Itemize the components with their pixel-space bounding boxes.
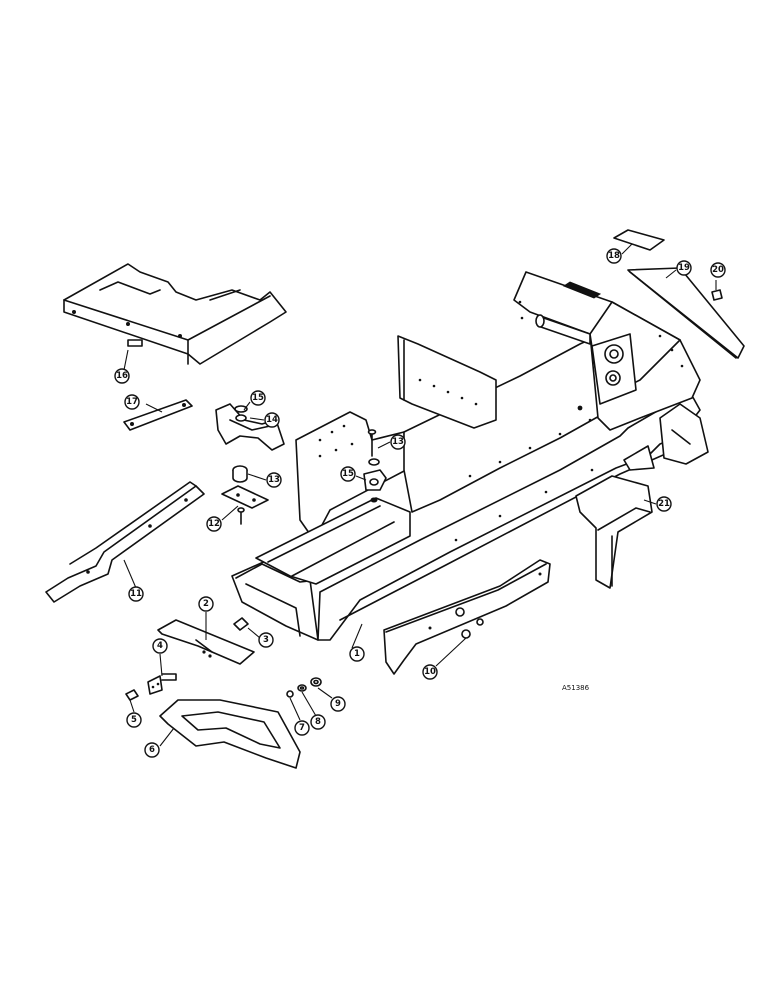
callout-15-center: 15 bbox=[340, 466, 356, 482]
callout-17: 17 bbox=[124, 394, 140, 410]
svg-text:5: 5 bbox=[131, 715, 137, 725]
callout-5: 5 bbox=[126, 712, 142, 728]
svg-text:12: 12 bbox=[208, 519, 220, 529]
part-14-mount-bracket bbox=[215, 403, 285, 451]
callout-21: 21 bbox=[656, 496, 672, 512]
leader-lines bbox=[123, 243, 717, 747]
callout-9: 9 bbox=[330, 696, 346, 712]
part-1-main-frame bbox=[231, 271, 709, 641]
svg-text:3: 3 bbox=[263, 635, 269, 645]
part-18-small-plate bbox=[613, 229, 665, 251]
callout-13-front: 13 bbox=[266, 472, 282, 488]
part-9-washer bbox=[310, 677, 322, 687]
callout-20: 20 bbox=[710, 262, 726, 278]
svg-text:6: 6 bbox=[149, 745, 155, 755]
svg-text:15: 15 bbox=[252, 393, 264, 403]
callout-16: 16 bbox=[114, 368, 130, 384]
svg-text:16: 16 bbox=[116, 371, 128, 381]
part-11-left-rail bbox=[45, 481, 205, 603]
part-20-clip bbox=[711, 289, 723, 301]
svg-text:7: 7 bbox=[299, 723, 305, 733]
part-8-washer bbox=[297, 684, 307, 692]
callout-2: 2 bbox=[198, 596, 214, 612]
part-3-clip bbox=[233, 617, 249, 631]
callout-4: 4 bbox=[152, 638, 168, 654]
callout-1: 1 bbox=[349, 646, 365, 662]
part-7-washer bbox=[286, 690, 294, 698]
reference-code: A51386 bbox=[562, 684, 590, 692]
part-12-plate bbox=[221, 485, 269, 525]
part-6-guard-frame bbox=[159, 699, 301, 769]
svg-text:9: 9 bbox=[335, 699, 341, 709]
callout-8: 8 bbox=[310, 714, 326, 730]
part-5-nut bbox=[125, 689, 139, 701]
svg-text:13: 13 bbox=[392, 437, 404, 447]
part-15-nut-center bbox=[363, 469, 387, 503]
svg-text:18: 18 bbox=[608, 251, 620, 261]
part-13-bolt-center bbox=[367, 429, 380, 466]
svg-text:19: 19 bbox=[678, 263, 690, 273]
svg-text:13: 13 bbox=[268, 475, 280, 485]
callout-15-front: 15 bbox=[250, 390, 266, 406]
callout-11: 11 bbox=[128, 586, 144, 602]
svg-text:20: 20 bbox=[712, 265, 724, 275]
callout-6: 6 bbox=[144, 742, 160, 758]
callout-18: 18 bbox=[606, 248, 622, 264]
svg-text:10: 10 bbox=[424, 667, 436, 677]
svg-text:1: 1 bbox=[354, 649, 360, 659]
svg-text:4: 4 bbox=[157, 641, 163, 651]
part-2-crossbar bbox=[157, 619, 255, 665]
part-13-bushing-front bbox=[232, 465, 248, 483]
callout-14: 14 bbox=[264, 412, 280, 428]
svg-text:21: 21 bbox=[658, 499, 670, 509]
svg-text:17: 17 bbox=[126, 397, 138, 407]
svg-text:11: 11 bbox=[130, 589, 142, 599]
svg-text:2: 2 bbox=[203, 599, 209, 609]
part-19-cover-plate bbox=[627, 267, 745, 359]
part-17-strap bbox=[123, 399, 193, 431]
svg-text:15: 15 bbox=[342, 469, 354, 479]
callout-19: 19 bbox=[676, 260, 692, 276]
callout-12: 12 bbox=[206, 516, 222, 532]
part-16-counterweight bbox=[63, 263, 287, 365]
callout-7: 7 bbox=[294, 720, 310, 736]
svg-text:14: 14 bbox=[266, 415, 278, 425]
callout-3: 3 bbox=[258, 632, 274, 648]
callout-10: 10 bbox=[422, 664, 438, 680]
part-10-right-rail bbox=[383, 559, 551, 675]
part-21-step bbox=[575, 475, 653, 589]
svg-text:8: 8 bbox=[315, 717, 321, 727]
part-4-bolt bbox=[147, 673, 177, 695]
callout-13-center: 13 bbox=[390, 434, 406, 450]
